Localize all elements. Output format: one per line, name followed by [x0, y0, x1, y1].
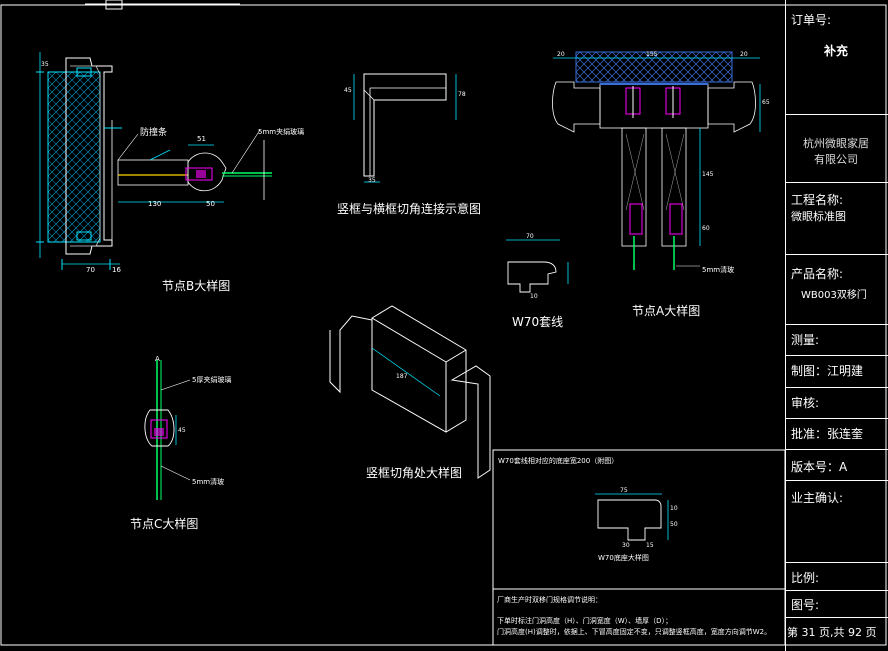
label-glass-c2: 5mm清玻 [192, 477, 224, 486]
base-dim-15: 15 [646, 542, 654, 549]
dim-60: 60 [702, 225, 710, 232]
dim-70-b: 70 [86, 266, 95, 274]
product-value: WB003双移门 [801, 290, 867, 301]
corner-title: 竖框与横框切角连接示意图 [337, 201, 481, 216]
owner-row: 业主确认: [786, 481, 888, 563]
dim-51: 51 [197, 135, 206, 143]
base-header: W70套线相对应的底座宽200（附图） [498, 456, 618, 465]
drawing-no-row: 图号: [786, 591, 888, 618]
note-title: 厂商生产时双移门规格调节说明： [497, 595, 602, 604]
node-b-title: 节点B大样图 [162, 278, 230, 293]
draw-label: 制图：江明建 [791, 364, 864, 378]
dim-35-c: 35 [368, 177, 376, 184]
version-row: 版本号：A [786, 450, 888, 481]
title-block: 订单号: 补充 杭州微眼家居 有限公司 工程名称: 微眼标准图 产品名称: WB… [785, 0, 888, 651]
dim-145: 145 [702, 171, 714, 178]
label-fangzhuang: 防撞条 [140, 126, 167, 138]
dim-45: 45 [344, 87, 352, 94]
dim-45-c: 45 [178, 427, 186, 434]
page-row: 第 31 页,共 92 页 [786, 618, 888, 645]
order-row: 订单号: 补充 [786, 5, 888, 115]
dim-187: 187 [396, 373, 408, 380]
draw-row: 制图：江明建 [786, 356, 888, 388]
review-label: 审核: [791, 396, 820, 410]
version-label: 版本号：A [791, 460, 848, 474]
label-glass-a: 5mm清玻 [702, 265, 734, 274]
measure-label: 测量: [791, 333, 820, 347]
company-name: 杭州微眼家居 有限公司 [803, 137, 869, 166]
node-a-detail: 20 155 20 145 60 65 5mm清玻 节点A大样图 [552, 51, 770, 318]
dim-78: 78 [458, 91, 466, 98]
w70-casing: 70 10 W70套线 [506, 233, 569, 329]
page-label: 第 31 页,共 92 页 [787, 626, 877, 639]
measure-row: 测量: [786, 325, 888, 356]
node-c-detail: A 5厚夹绢玻璃 5mm清玻 45 节点C大样图 [130, 355, 231, 531]
owner-label: 业主确认: [791, 491, 844, 505]
dim-20-a: 20 [557, 51, 565, 58]
base-box: W70套线相对应的底座宽200（附图） 75 10 50 30 15 W70底座… [492, 449, 786, 646]
node-c-title: 节点C大样图 [130, 516, 198, 531]
approve-label: 批准：张连奎 [791, 427, 864, 441]
sheet-border [0, 4, 887, 646]
review-row: 审核: [786, 388, 888, 419]
project-row: 工程名称: 微眼标准图 [786, 183, 888, 255]
corner-3d-detail: 187 竖框切角处大样图 [329, 305, 491, 480]
drawing-no-label: 图号: [791, 598, 820, 612]
w70-title: W70套线 [512, 315, 563, 329]
dim-16-b: 16 [112, 266, 121, 274]
base-dim-10: 10 [670, 505, 678, 512]
dim-20-a2: 20 [740, 51, 748, 58]
dim-10-w: 10 [530, 293, 538, 300]
dim-130: 130 [148, 200, 161, 208]
node-b-detail: 防撞条 5mm夹绢玻璃 51 130 50 70 16 35 节点B大样图 [36, 52, 304, 293]
base-dim-50: 50 [670, 521, 678, 528]
project-label: 工程名称: [791, 193, 844, 207]
dim-50: 50 [206, 200, 215, 208]
scale-row: 比例: [786, 563, 888, 591]
corner-connection-diagram: 45 78 35 竖框与横框切角连接示意图 [337, 73, 481, 216]
label-glass-c: 5厚夹绢玻璃 [192, 375, 231, 384]
node-a-title: 节点A大样图 [632, 303, 700, 318]
dim-65: 65 [762, 99, 770, 106]
approve-row: 批准：张连奎 [786, 419, 888, 450]
base-sub-title: W70底座大样图 [598, 553, 649, 562]
dim-35-b: 35 [41, 61, 49, 68]
order-label: 订单号: [791, 13, 832, 27]
project-value: 微眼标准图 [791, 210, 846, 223]
scale-label: 比例: [791, 571, 820, 585]
dim-70-w: 70 [526, 233, 534, 240]
base-dim-30: 30 [622, 542, 630, 549]
order-value: 补充 [823, 44, 848, 58]
label-glass-b: 5mm夹绢玻璃 [258, 127, 304, 136]
corner-detail-title: 竖框切角处大样图 [366, 465, 462, 480]
company-row: 杭州微眼家居 有限公司 [786, 115, 888, 183]
label-A-c: A [155, 355, 160, 363]
dim-155: 155 [646, 51, 658, 58]
product-label: 产品名称: [791, 267, 844, 281]
base-dim-75: 75 [620, 487, 628, 494]
product-row: 产品名称: WB003双移门 [786, 255, 888, 325]
note-line2: 门洞高度(H)调整时，依据上、下冒高度固定不变，只调整竖框高度，宽度方向调节W2… [497, 627, 771, 636]
note-line1: 下单时标注门洞高度（H）、门洞宽度（W）、墙厚（D）； [497, 616, 672, 625]
